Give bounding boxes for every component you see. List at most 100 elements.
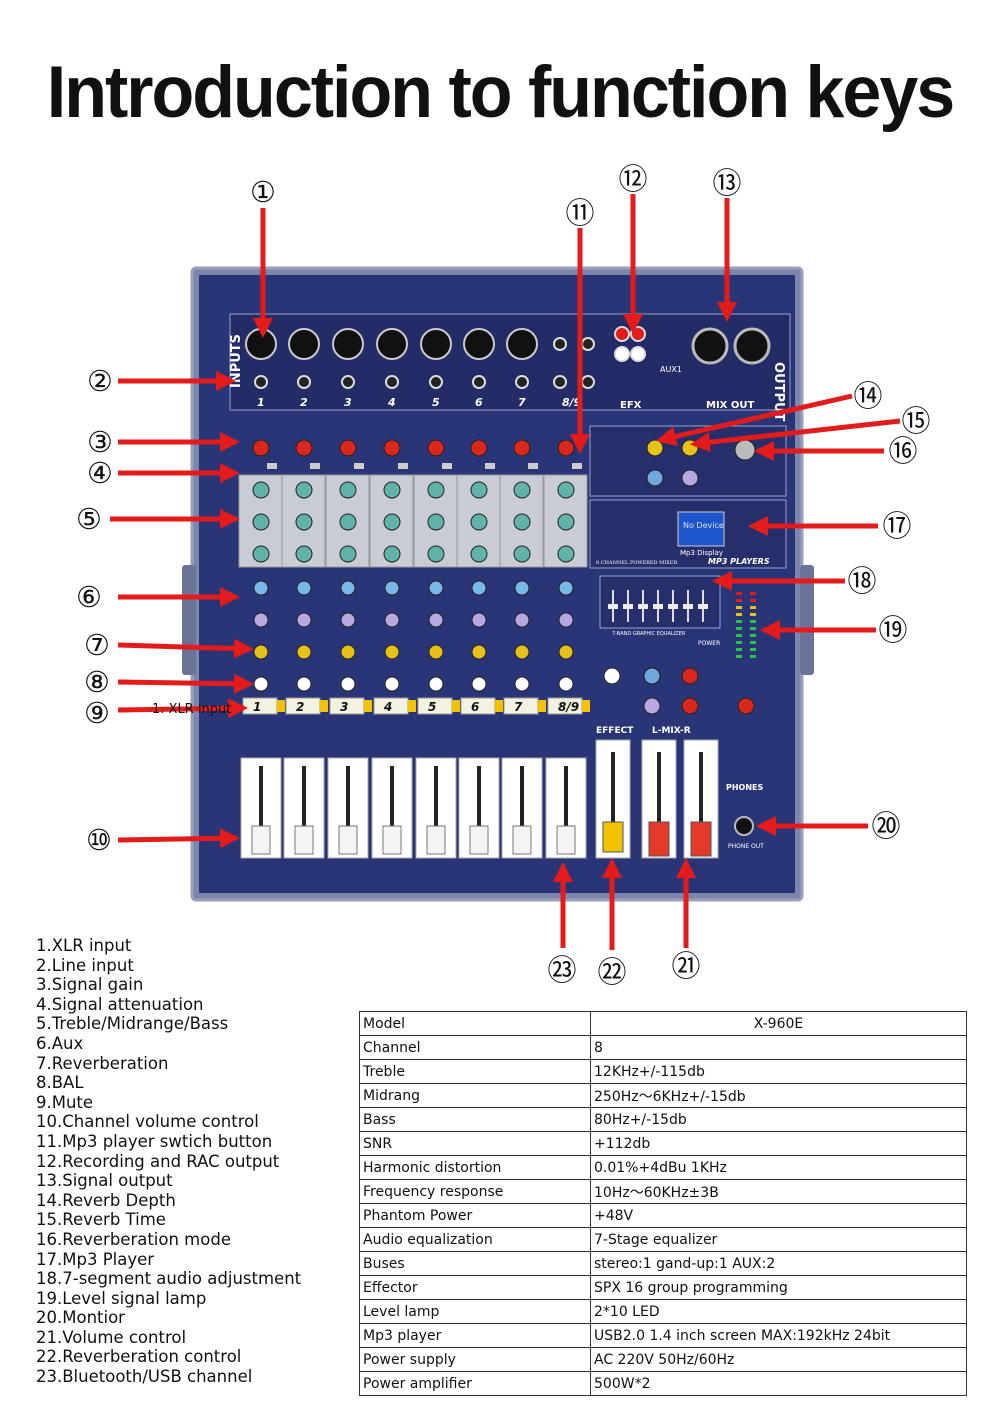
channel-fader[interactable] [426,825,446,855]
pad-button[interactable] [485,463,495,469]
geq-slider[interactable] [638,604,648,609]
channel-fader[interactable] [512,825,532,855]
aux-knob[interactable] [253,612,269,628]
right-volume-fader[interactable] [690,821,712,857]
eq-knob[interactable] [339,481,357,499]
eq-knob[interactable] [513,545,531,563]
aux-knob[interactable] [428,580,444,596]
mute-button[interactable] [582,700,590,712]
mute-button[interactable] [538,700,546,712]
channel-fader[interactable] [294,825,314,855]
reverb-knob[interactable] [384,644,400,660]
geq-slider[interactable] [653,604,663,609]
eq-knob[interactable] [470,481,488,499]
reverb-knob[interactable] [428,644,444,660]
reverb-knob[interactable] [296,644,312,660]
aux-knob[interactable] [428,612,444,628]
reverb-knob[interactable] [253,644,269,660]
bal-knob[interactable] [514,676,530,692]
aux-knob[interactable] [514,580,530,596]
reverb-knob[interactable] [558,644,574,660]
channel-fader[interactable] [556,825,576,855]
channel-fader[interactable] [382,825,402,855]
master-knob[interactable] [643,667,661,685]
aux-knob[interactable] [340,612,356,628]
bal-knob[interactable] [296,676,312,692]
line-input-jack[interactable] [472,375,486,389]
line-input-jack[interactable] [385,375,399,389]
eq-knob[interactable] [557,545,575,563]
eq-knob[interactable] [513,513,531,531]
bal-knob[interactable] [558,676,574,692]
line-input-jack[interactable] [341,375,355,389]
phone-out-jack[interactable] [734,816,754,836]
mute-button[interactable] [495,700,503,712]
xlr-input-jack[interactable] [332,328,364,360]
master-knob[interactable] [643,697,661,715]
bal-knob[interactable] [253,676,269,692]
geq-slider[interactable] [608,604,618,609]
line-input-jack[interactable] [297,375,311,389]
gain-knob[interactable] [383,439,401,457]
geq-slider[interactable] [623,604,633,609]
channel-fader[interactable] [338,825,358,855]
eq-knob[interactable] [427,513,445,531]
gain-knob[interactable] [252,439,270,457]
eq-knob[interactable] [383,481,401,499]
eq-knob[interactable] [339,545,357,563]
line-input-jack[interactable] [254,375,268,389]
bal-knob[interactable] [471,676,487,692]
eq-knob[interactable] [470,545,488,563]
eq-knob[interactable] [295,513,313,531]
left-volume-fader[interactable] [648,821,670,857]
reverb-mode-knob[interactable] [734,439,756,461]
line-input-jack[interactable] [515,375,529,389]
xlr-input-jack[interactable] [463,328,495,360]
effect-knob[interactable] [646,469,664,487]
phone-level-knob[interactable] [737,697,755,715]
effect-fader[interactable] [602,821,624,853]
eq-knob[interactable] [295,481,313,499]
gain-knob[interactable] [295,439,313,457]
aux-knob[interactable] [340,580,356,596]
eq-knob[interactable] [339,513,357,531]
eq-knob[interactable] [470,513,488,531]
reverb-knob[interactable] [340,644,356,660]
eq-knob[interactable] [252,513,270,531]
pad-button[interactable] [528,463,538,469]
aux-knob[interactable] [384,580,400,596]
xlr-input-jack[interactable] [376,328,408,360]
eq-knob[interactable] [557,481,575,499]
eq-knob[interactable] [427,545,445,563]
pad-button[interactable] [398,463,408,469]
bal-knob[interactable] [384,676,400,692]
effect-knob[interactable] [681,469,699,487]
gain-knob[interactable] [557,439,575,457]
pad-button[interactable] [267,463,277,469]
eq-knob[interactable] [252,481,270,499]
master-knob[interactable] [681,667,699,685]
xlr-outputs[interactable] [691,327,771,365]
pad-button[interactable] [310,463,320,469]
aux-knob[interactable] [384,612,400,628]
aux-knob[interactable] [471,612,487,628]
line-input-jack[interactable] [553,375,567,389]
master-knob[interactable] [681,697,699,715]
geq-slider[interactable] [683,604,693,609]
pad-button[interactable] [442,463,452,469]
gain-knob[interactable] [470,439,488,457]
aux-knob[interactable] [514,612,530,628]
mute-button[interactable] [364,700,372,712]
xlr-input-jack[interactable] [420,328,452,360]
bal-knob[interactable] [340,676,356,692]
line-input-jack[interactable] [553,337,567,351]
mute-button[interactable] [408,700,416,712]
aux-knob[interactable] [471,580,487,596]
aux-knob[interactable] [558,580,574,596]
line-input-jack[interactable] [581,375,595,389]
gain-knob[interactable] [427,439,445,457]
aux-knob[interactable] [296,612,312,628]
eq-knob[interactable] [513,481,531,499]
eq-knob[interactable] [557,513,575,531]
eq-knob[interactable] [295,545,313,563]
